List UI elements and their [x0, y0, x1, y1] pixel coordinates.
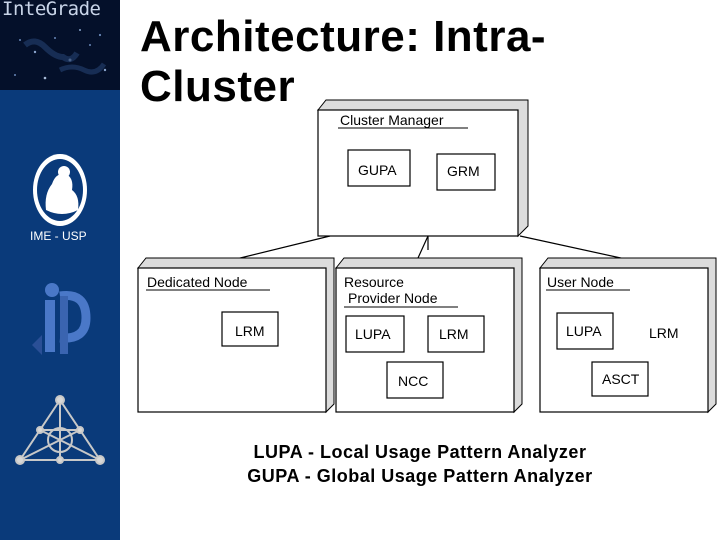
asct-label: ASCT	[602, 371, 640, 387]
resource-provider-node-box	[334, 257, 523, 414]
lrm-label-resource: LRM	[439, 326, 469, 342]
ime-caption: IME - USP	[30, 229, 87, 243]
cluster-manager-box	[316, 99, 529, 238]
ncc-label: NCC	[398, 373, 428, 389]
gupa-label: GUPA	[358, 162, 397, 178]
ip-logo-icon	[32, 283, 91, 355]
ime-seal-icon	[33, 154, 87, 226]
resource-label-line2: Provider Node	[348, 290, 438, 306]
connector-resource	[417, 235, 429, 259]
grm-label: GRM	[447, 163, 480, 179]
lupa-label-resource: LUPA	[355, 326, 391, 342]
gupa-component	[347, 149, 411, 187]
title-line-1: Architecture: Intra-	[140, 12, 547, 61]
sidebar: InteGrade	[0, 0, 120, 540]
resource-label-line1: Resource	[344, 274, 404, 290]
dedicated-node-label: Dedicated Node	[147, 274, 248, 290]
grm-component	[436, 153, 496, 191]
sidebar-logos	[15, 154, 105, 465]
lrm-label-dedicated: LRM	[235, 323, 265, 339]
dedicated-node-box	[136, 257, 335, 414]
connector-dedicated	[231, 235, 331, 261]
slide-title: Architecture: Intra- Cluster	[140, 12, 610, 112]
user-node-box	[538, 257, 717, 414]
legend-line-2: GUPA - Global Usage Pattern Analyzer	[247, 466, 593, 486]
asct-component	[591, 361, 649, 397]
legend: LUPA - Local Usage Pattern Analyzer GUPA…	[140, 440, 700, 488]
world-map-icon	[14, 29, 107, 80]
triangle-molecule-icon	[15, 395, 105, 465]
user-node-label: User Node	[547, 274, 614, 290]
lupa-component-user	[556, 312, 614, 350]
lupa-component-resource	[345, 315, 405, 353]
connector-user	[519, 235, 631, 261]
lrm-component-dedicated	[221, 311, 279, 347]
cluster-manager-label: Cluster Manager	[340, 112, 444, 128]
integrade-banner: InteGrade	[0, 0, 120, 90]
banner-title: InteGrade	[2, 0, 101, 20]
legend-line-1: LUPA - Local Usage Pattern Analyzer	[253, 442, 587, 462]
title-line-2: Cluster	[140, 62, 296, 111]
ncc-component	[386, 361, 444, 399]
lrm-component-resource	[427, 315, 485, 353]
lupa-label-user: LUPA	[566, 323, 602, 339]
lrm-label-user: LRM	[649, 325, 679, 341]
